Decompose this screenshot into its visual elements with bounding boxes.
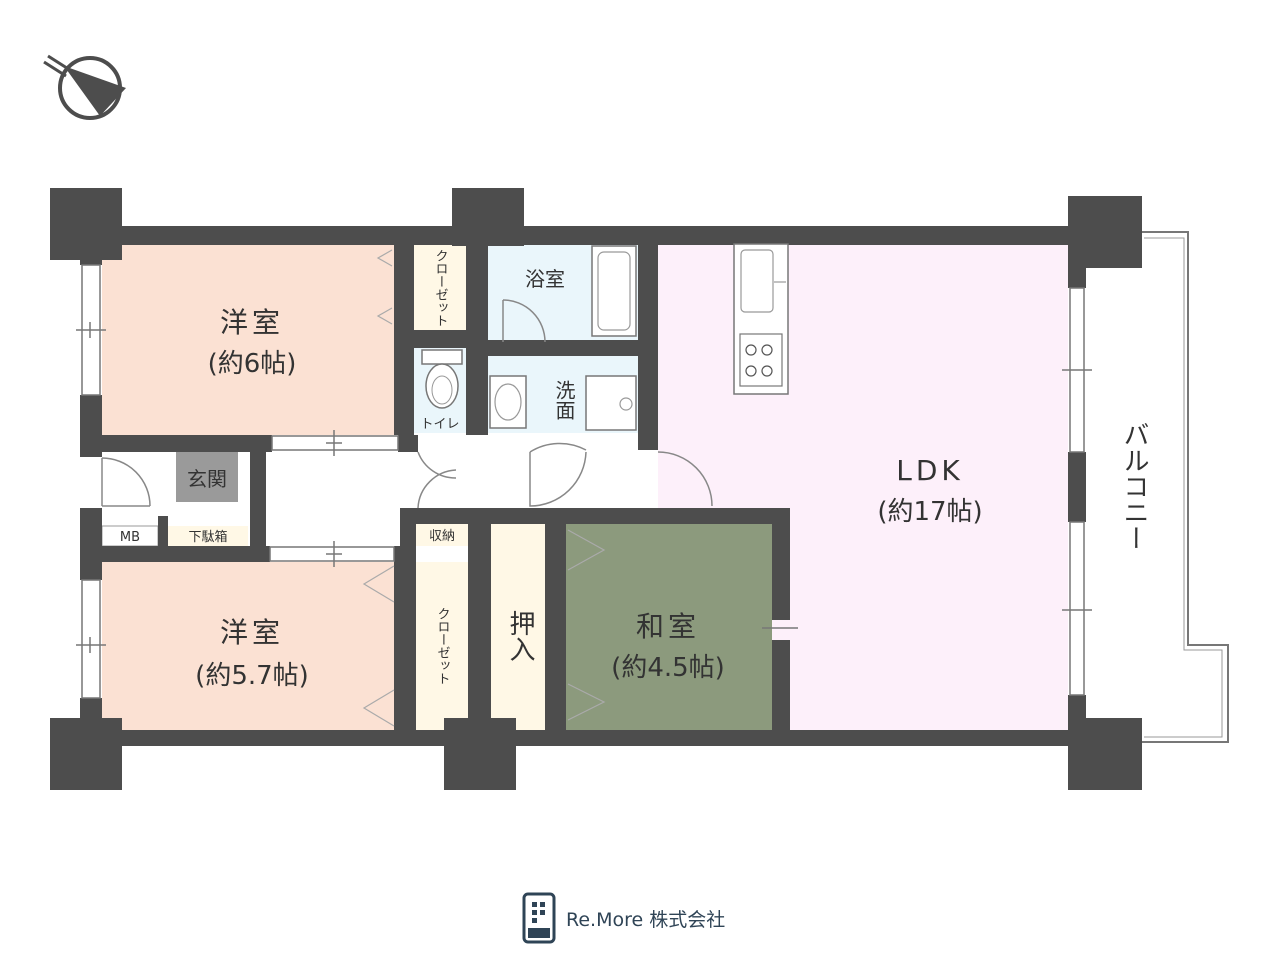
western-room-1-name: 洋室	[220, 306, 284, 339]
walls	[50, 188, 1142, 790]
oshiire	[491, 524, 545, 730]
shoe-box-label: 下駄箱	[188, 529, 227, 545]
western-room-1-size: (約6帖)	[208, 349, 297, 379]
balcony-label: バルコニー	[1119, 421, 1149, 551]
japanese-room-name: 和室	[636, 610, 700, 643]
western-room-2-name: 洋室	[220, 616, 284, 649]
japanese-room	[566, 524, 772, 730]
japanese-room-size: (約4.5帖)	[611, 653, 725, 683]
western-room-1	[102, 245, 394, 435]
kitchen-counter	[733, 243, 789, 395]
balcony	[1140, 231, 1229, 743]
window-marks	[76, 322, 1092, 653]
mb-label: MB	[120, 530, 140, 545]
sink-icon	[489, 375, 527, 429]
western-room-2-size: (約5.7帖)	[195, 661, 309, 691]
ldk-size: (約17帖)	[877, 497, 982, 527]
oshiire-label: 押入	[505, 610, 535, 662]
company-name: Re.More 株式会社	[566, 908, 726, 931]
closet-long	[416, 562, 468, 730]
washroom-label: 洗面	[552, 380, 576, 420]
toilet-label: トイレ	[420, 417, 459, 432]
company-logo-icon	[522, 892, 556, 944]
washing-machine-icon	[585, 375, 637, 431]
toilet-icon	[421, 349, 463, 409]
western-room-2	[102, 562, 394, 730]
closet-door-arrows	[362, 249, 606, 727]
closet-long-label: クローゼット	[435, 607, 451, 685]
shoe-box	[168, 526, 248, 546]
closet-small-label: クローゼット	[433, 249, 449, 327]
storage	[416, 524, 468, 546]
bathroom-label: 浴室	[525, 267, 565, 291]
entrance	[176, 452, 238, 502]
compass-icon	[43, 54, 126, 120]
storage-label: 収納	[429, 529, 455, 544]
closet-small	[414, 245, 466, 330]
door-swings	[101, 299, 713, 509]
company-footer: Re.More 株式会社	[522, 892, 725, 944]
bathtub-icon	[591, 245, 637, 337]
entrance-label: 玄関	[187, 467, 227, 491]
ldk-name: LDK	[896, 454, 964, 487]
